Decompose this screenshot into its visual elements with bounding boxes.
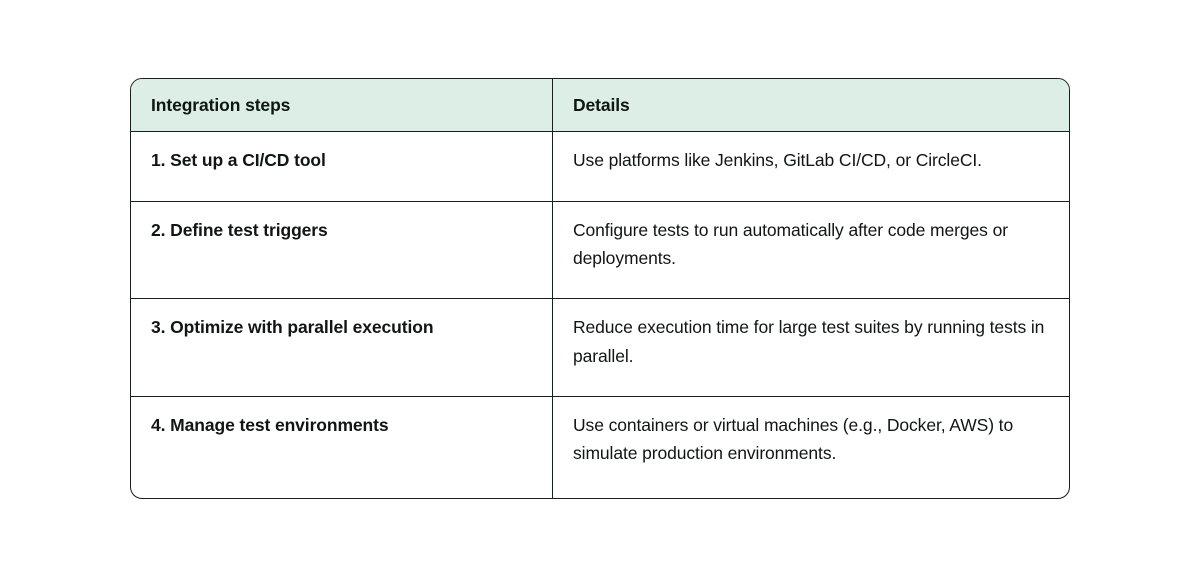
cell-step-details: Use containers or virtual machines (e.g.… xyxy=(553,397,1069,498)
column-header-details: Details xyxy=(553,79,1069,133)
details-label: Configure tests to run automatically aft… xyxy=(573,219,1008,269)
cell-step-details: Use platforms like Jenkins, GitLab CI/CD… xyxy=(553,132,1069,202)
table-header: Integration steps Details xyxy=(131,79,1069,133)
cell-step-name: 3. Optimize with parallel execution xyxy=(131,299,553,398)
step-label: 3. Optimize with parallel execution xyxy=(151,317,434,338)
table-row: 3. Optimize with parallel execution Redu… xyxy=(131,299,1069,398)
cell-step-name: 2. Define test triggers xyxy=(131,201,553,300)
table-row: 1. Set up a CI/CD tool Use platforms lik… xyxy=(131,132,1069,202)
column-header-integration-steps: Integration steps xyxy=(131,79,553,133)
cell-step-name: 1. Set up a CI/CD tool xyxy=(131,132,553,202)
cell-step-details: Configure tests to run automatically aft… xyxy=(553,202,1069,300)
step-label: 2. Define test triggers xyxy=(151,219,328,240)
table-body: 1. Set up a CI/CD tool Use platforms lik… xyxy=(131,132,1069,498)
cell-step-name: 4. Manage test environments xyxy=(131,397,553,498)
details-label: Use containers or virtual machines (e.g.… xyxy=(573,415,1014,464)
table-row: 2. Define test triggers Configure tests … xyxy=(131,201,1069,300)
integration-steps-table-wrapper: Integration steps Details 1. Set up a CI… xyxy=(130,78,1070,499)
table-header-row: Integration steps Details xyxy=(131,79,1069,133)
integration-steps-table: Integration steps Details 1. Set up a CI… xyxy=(130,78,1070,499)
step-label: 1. Set up a CI/CD tool xyxy=(151,150,326,171)
table-row: 4. Manage test environments Use containe… xyxy=(131,397,1069,498)
details-label: Use platforms like Jenkins, GitLab CI/CD… xyxy=(573,150,982,171)
cell-step-details: Reduce execution time for large test sui… xyxy=(553,299,1069,398)
details-label: Reduce execution time for large test sui… xyxy=(573,317,1045,366)
step-label: 4. Manage test environments xyxy=(151,415,389,436)
